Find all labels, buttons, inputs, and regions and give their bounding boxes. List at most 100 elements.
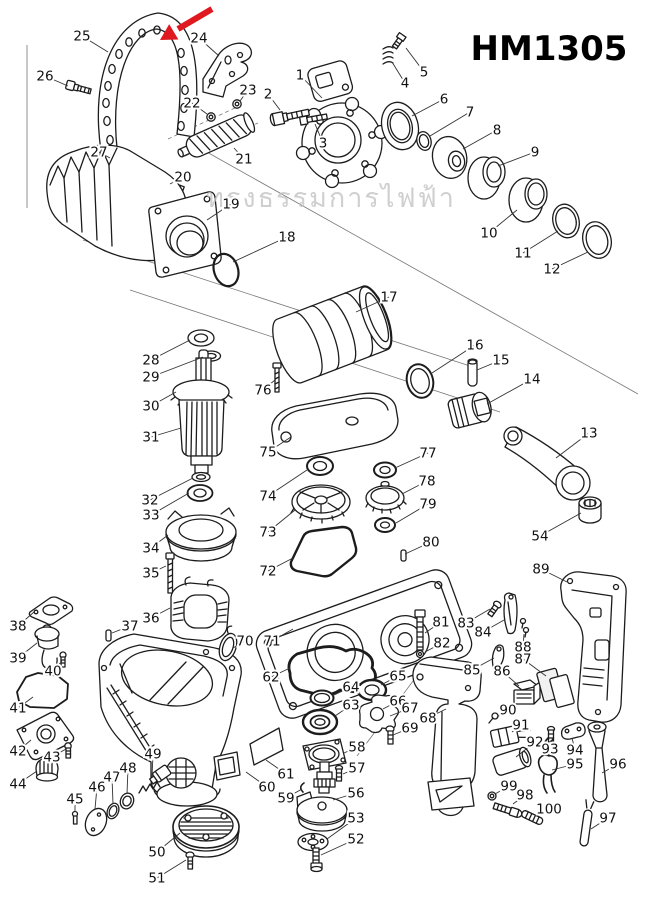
leader-line-23 bbox=[239, 89, 249, 102]
part-shape-59-clip bbox=[299, 782, 305, 793]
leader-line-93 bbox=[549, 739, 552, 750]
part-callout-5: 5 bbox=[420, 65, 429, 81]
part-shape-97-cord bbox=[579, 799, 595, 847]
part-shape-45-screw bbox=[71, 810, 79, 825]
part-callout-83: 83 bbox=[457, 616, 474, 632]
part-callout-7: 7 bbox=[466, 105, 475, 121]
part-shape-handle-bracket-housing bbox=[412, 656, 482, 817]
leader-line-89 bbox=[540, 568, 568, 583]
part-shape-38-plate bbox=[28, 596, 74, 626]
part-callout-56: 56 bbox=[347, 786, 364, 802]
part-shape-15-pin bbox=[467, 358, 478, 387]
part-shape-33-bearing bbox=[186, 484, 214, 502]
part-shape-92-capacitor bbox=[492, 746, 532, 776]
part-shape-2-bolt bbox=[269, 108, 311, 127]
part-callout-82: 82 bbox=[433, 636, 450, 652]
part-callout-79: 79 bbox=[419, 497, 436, 513]
part-shape-85-lever bbox=[491, 644, 505, 670]
part-shape-41-gasket bbox=[16, 672, 69, 709]
leader-line-13 bbox=[555, 432, 590, 459]
part-shape-80-pin bbox=[400, 549, 407, 562]
part-shape-100-pin bbox=[521, 810, 544, 826]
part-shape-54-bushing bbox=[578, 496, 602, 524]
part-callout-47: 47 bbox=[103, 770, 120, 786]
leader-line-65 bbox=[380, 675, 399, 686]
part-shape-6-ring bbox=[380, 101, 420, 151]
part-callout-6: 6 bbox=[440, 92, 449, 108]
part-callout-39: 39 bbox=[9, 651, 26, 667]
part-shape-22-nut bbox=[206, 112, 216, 122]
leader-line-20 bbox=[169, 176, 184, 185]
part-shape-42-plate bbox=[16, 711, 75, 761]
part-shape-32-washer bbox=[191, 471, 211, 483]
part-callout-89: 89 bbox=[532, 562, 549, 578]
leader-line-10 bbox=[488, 209, 518, 234]
leader-line-32 bbox=[149, 477, 194, 501]
part-callout-96: 96 bbox=[609, 757, 626, 773]
leader-line-71 bbox=[271, 628, 294, 642]
part-shape-78-gear bbox=[365, 480, 407, 514]
part-shape-69-bolt bbox=[385, 725, 395, 745]
part-callout-76: 76 bbox=[254, 383, 271, 399]
leader-line-73 bbox=[267, 509, 296, 533]
part-callout-73: 73 bbox=[259, 525, 276, 541]
leader-line-76 bbox=[262, 379, 276, 391]
part-shape-26-screw bbox=[65, 79, 92, 95]
part-callout-8: 8 bbox=[493, 123, 502, 139]
leader-line-74 bbox=[267, 469, 308, 497]
leader-line-81 bbox=[424, 621, 442, 634]
part-callout-54: 54 bbox=[531, 529, 548, 545]
part-callout-71: 71 bbox=[263, 634, 280, 650]
leader-line-56 bbox=[332, 792, 357, 801]
part-callout-99: 99 bbox=[500, 779, 517, 795]
part-callout-1: 1 bbox=[296, 68, 305, 84]
leader-line-38 bbox=[17, 611, 35, 627]
part-shape-46-plate bbox=[84, 807, 108, 837]
part-callout-38: 38 bbox=[9, 619, 26, 635]
leader-line-28 bbox=[150, 339, 191, 361]
part-callout-51: 51 bbox=[148, 871, 165, 887]
leader-line-61 bbox=[265, 759, 287, 775]
part-callout-97: 97 bbox=[599, 811, 616, 827]
part-callout-12: 12 bbox=[543, 262, 560, 278]
part-shape-12-o-ring bbox=[582, 221, 612, 259]
leader-line-19 bbox=[206, 203, 232, 221]
leader-line-86 bbox=[501, 670, 520, 687]
leader-line-58 bbox=[343, 746, 358, 754]
leader-line-33 bbox=[150, 492, 190, 516]
part-shape-25-handle-strap bbox=[97, 12, 198, 152]
part-callout-26: 26 bbox=[36, 69, 53, 85]
leader-line-91 bbox=[511, 724, 522, 733]
part-callout-74: 74 bbox=[259, 489, 276, 505]
leader-line-54 bbox=[539, 512, 582, 537]
part-callout-35: 35 bbox=[142, 566, 159, 582]
leader-line-49 bbox=[151, 753, 154, 778]
part-shape-3-bolt bbox=[298, 113, 328, 126]
part-callout-60: 60 bbox=[258, 780, 275, 796]
part-callout-59: 59 bbox=[277, 791, 294, 807]
part-shape-47-o-ring bbox=[106, 802, 120, 820]
part-shape-36-field-coil bbox=[170, 576, 230, 642]
part-callout-63: 63 bbox=[342, 698, 359, 714]
leader-line-88 bbox=[522, 633, 525, 648]
part-shape-34-baffle bbox=[165, 507, 237, 562]
leader-line-50 bbox=[156, 832, 181, 853]
leader-line-99 bbox=[494, 785, 510, 795]
part-callout-65: 65 bbox=[389, 669, 406, 685]
part-callout-98: 98 bbox=[516, 788, 533, 804]
part-callout-14: 14 bbox=[523, 372, 540, 388]
part-callout-25: 25 bbox=[73, 29, 90, 45]
part-callout-58: 58 bbox=[348, 740, 365, 756]
part-shape-74-bearing bbox=[306, 456, 334, 476]
leader-line-2 bbox=[267, 93, 281, 111]
part-callout-53: 53 bbox=[347, 811, 364, 827]
leader-line-8 bbox=[462, 129, 498, 150]
part-shape-9-sleeve bbox=[467, 156, 506, 200]
leader-line-82 bbox=[424, 642, 443, 653]
leader-line-68 bbox=[427, 708, 447, 719]
leader-line-66 bbox=[382, 700, 399, 710]
part-callout-28: 28 bbox=[142, 353, 159, 369]
part-callout-87: 87 bbox=[514, 652, 531, 668]
leader-line-95 bbox=[551, 763, 576, 771]
